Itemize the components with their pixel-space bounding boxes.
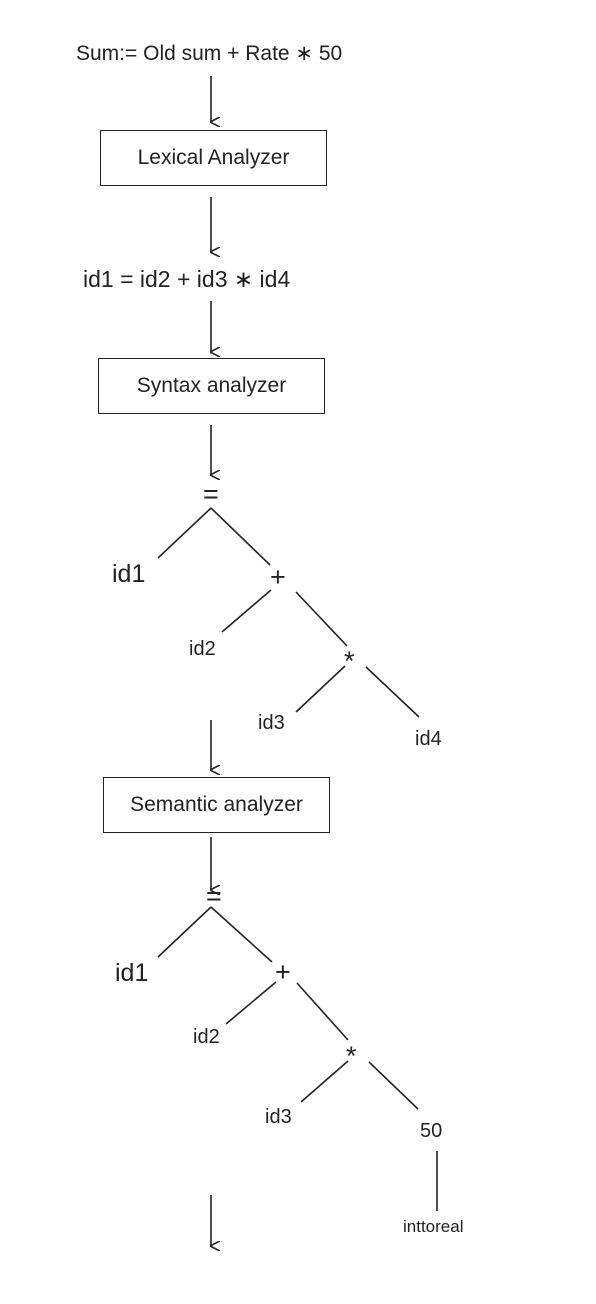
syntax-edge-plus-left xyxy=(221,589,272,633)
syntax-tree-root: = xyxy=(203,479,219,509)
semantic-edge-root-plus xyxy=(210,906,273,963)
semantic-tree-id1: id1 xyxy=(115,959,149,987)
syntax-tree-plus: + xyxy=(270,562,286,592)
semantic-tree-root: = xyxy=(206,881,222,911)
lexical-analyzer-box: Lexical Analyzer xyxy=(100,130,327,186)
semantic-tree-times: * xyxy=(346,1041,357,1071)
semantic-edge-times-right xyxy=(368,1061,419,1110)
semantic-tree-plus: + xyxy=(275,957,291,987)
syntax-edge-times-left xyxy=(295,665,346,713)
semantic-edge-root-left xyxy=(157,906,212,958)
semantic-tree-inttoreal: inttoreal xyxy=(403,1217,464,1236)
semantic-analyzer-box: Semantic analyzer xyxy=(103,777,330,833)
semantic-tree-id2: id2 xyxy=(193,1026,220,1048)
syntax-tree-id1: id1 xyxy=(112,560,146,588)
source-expression: Sum:= Old sum + Rate ∗ 50 xyxy=(76,42,343,65)
syntax-tree-id4: id4 xyxy=(415,728,442,750)
semantic-edge-plus-times xyxy=(296,982,349,1041)
syntax-edge-root-left xyxy=(157,507,212,559)
syntax-analyzer-box: Syntax analyzer xyxy=(98,358,325,414)
syntax-tree-id2: id2 xyxy=(189,638,216,660)
syntax-edge-times-right xyxy=(365,666,420,718)
syntax-edge-plus-times xyxy=(295,591,348,647)
semantic-tree-id3: id3 xyxy=(265,1106,292,1128)
semantic-edge-plus-left xyxy=(225,981,277,1025)
syntax-tree-times: * xyxy=(344,646,355,676)
syntax-edge-root-plus xyxy=(210,507,271,566)
token-expression: id1 = id2 + id3 ∗ id4 xyxy=(83,266,291,292)
semantic-tree-50: 50 xyxy=(420,1120,443,1142)
syntax-tree-id3: id3 xyxy=(258,712,285,734)
semantic-edge-times-left xyxy=(300,1060,349,1103)
